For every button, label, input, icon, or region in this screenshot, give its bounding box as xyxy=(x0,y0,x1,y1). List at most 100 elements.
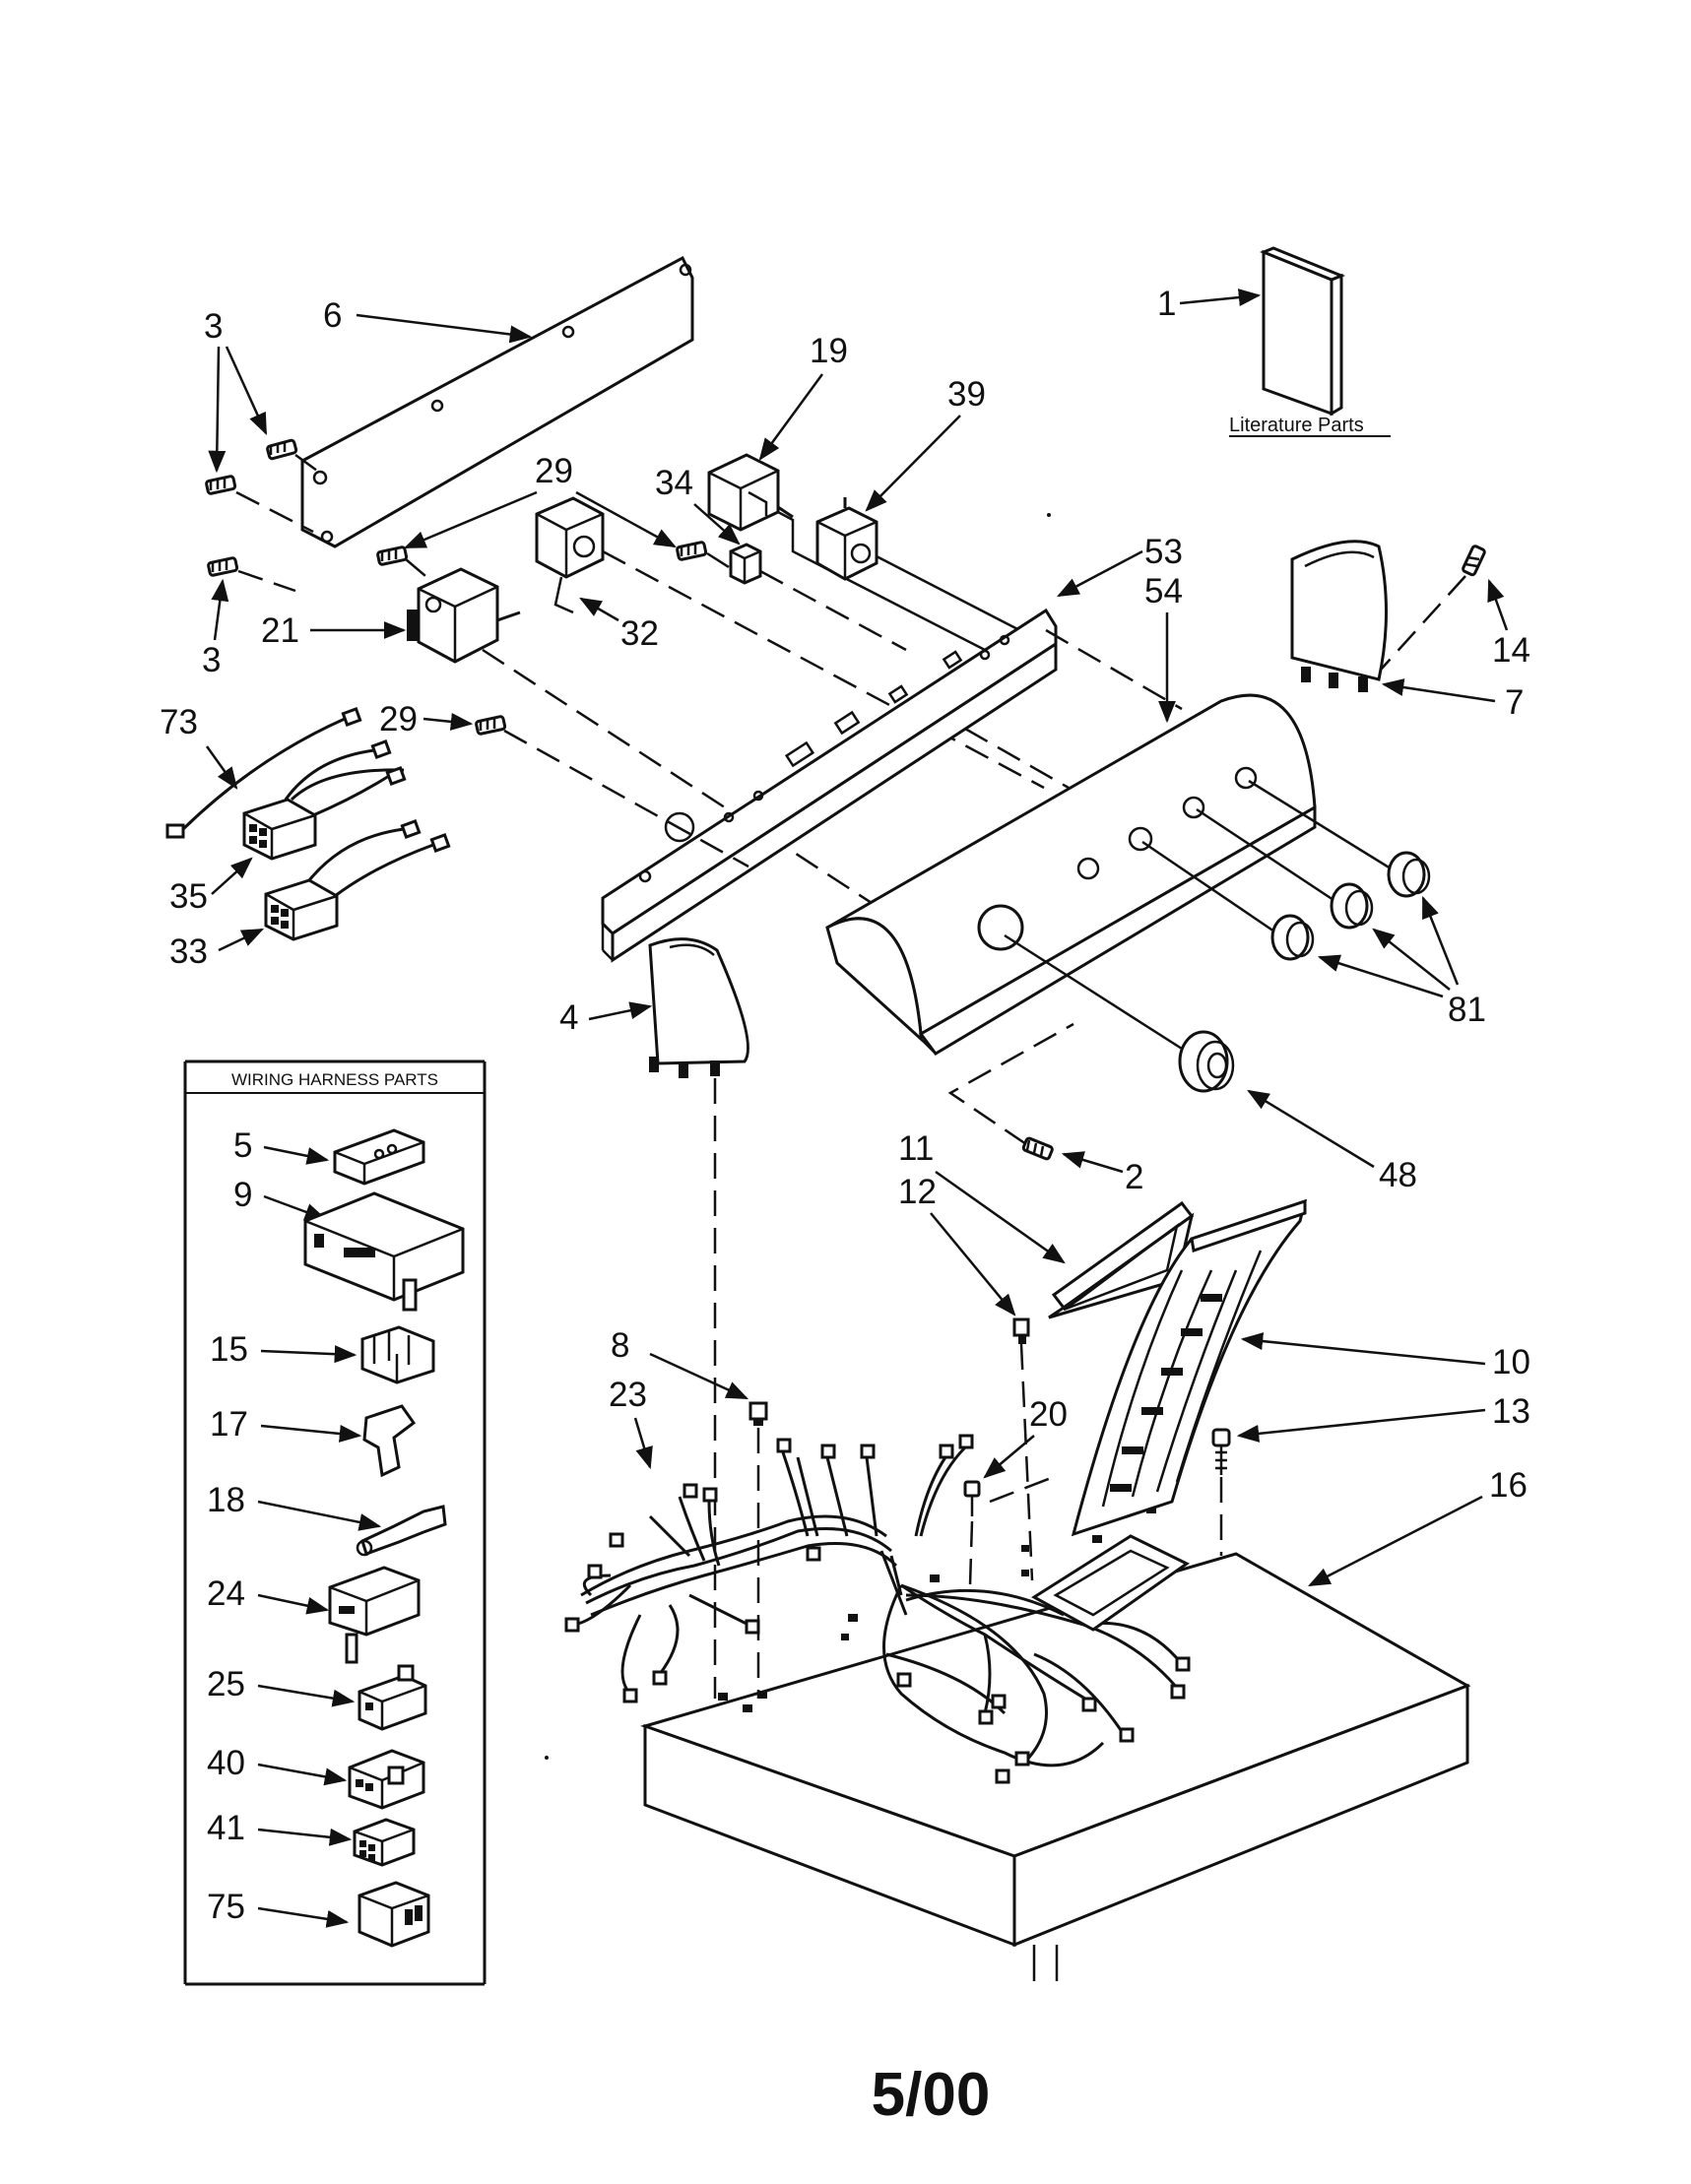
leader-10 xyxy=(1240,1332,1486,1366)
screw-14 xyxy=(1462,545,1486,577)
leader-19 xyxy=(758,373,824,461)
screw-29-lower xyxy=(475,715,507,736)
leader-h5 xyxy=(263,1145,330,1165)
literature-caption: Literature Parts xyxy=(1229,415,1364,436)
leader-73 xyxy=(205,745,238,790)
leader-29a xyxy=(403,490,538,549)
callout-73: 73 xyxy=(160,703,198,741)
leader-29c xyxy=(423,712,474,731)
callout-29-upper: 29 xyxy=(535,452,573,490)
leader-8 xyxy=(649,1352,749,1400)
knob-81-b xyxy=(1330,882,1374,930)
leader-35 xyxy=(211,857,253,895)
dash-32-console xyxy=(602,549,1045,790)
connector-9 xyxy=(303,1191,465,1312)
clip-17 xyxy=(362,1404,417,1478)
leader-h24 xyxy=(257,1593,330,1615)
knob-81-a xyxy=(1387,851,1431,898)
callout-35: 35 xyxy=(169,877,208,916)
dash-14 xyxy=(1380,575,1466,671)
callout-4: 4 xyxy=(559,998,578,1037)
dash-34-console xyxy=(759,569,907,652)
leader-16 xyxy=(1307,1495,1483,1587)
shaft-81-c xyxy=(1141,840,1275,933)
leader-h75 xyxy=(257,1906,350,1928)
leader-3b xyxy=(208,346,227,474)
callout-33: 33 xyxy=(169,932,208,971)
wiring-harness-title: WIRING HARNESS PARTS xyxy=(231,1070,438,1089)
leader-29b xyxy=(575,490,677,548)
harness-part-41: 41 xyxy=(207,1809,245,1847)
leader-h41 xyxy=(257,1828,353,1846)
switch-21 xyxy=(407,567,521,664)
dash-screw-2 xyxy=(947,1022,1074,1146)
clip-12 xyxy=(1012,1317,1030,1344)
shaft-48 xyxy=(1004,933,1183,1051)
leader-14 xyxy=(1487,578,1509,631)
connector-40 xyxy=(348,1749,425,1810)
callout-3-top: 3 xyxy=(204,307,223,346)
callout-23: 23 xyxy=(609,1376,647,1414)
switch-19 xyxy=(707,453,794,532)
harness-part-9: 9 xyxy=(233,1176,252,1214)
end-cap-left xyxy=(648,937,749,1078)
leader-1 xyxy=(1179,289,1262,306)
callout-16: 16 xyxy=(1489,1466,1528,1505)
clip-8 xyxy=(748,1401,768,1426)
screw-3-mid xyxy=(205,475,237,495)
callout-34: 34 xyxy=(655,464,693,502)
dash-29-lower xyxy=(503,729,749,868)
harness-part-24: 24 xyxy=(207,1574,245,1613)
part-34 xyxy=(729,543,762,585)
leader-h9 xyxy=(263,1194,328,1221)
dash-harness-plate xyxy=(989,1473,1060,1504)
shaft-81-b xyxy=(1196,807,1334,902)
literature-booklet xyxy=(1259,246,1346,417)
terminal-18 xyxy=(356,1505,447,1557)
leader-11 xyxy=(935,1170,1066,1264)
leader-h15 xyxy=(260,1345,358,1364)
leader-33 xyxy=(218,928,265,952)
dash-29-upper xyxy=(405,558,432,582)
leader-h18 xyxy=(257,1500,382,1531)
harness-35 xyxy=(242,739,407,861)
screw-3-low xyxy=(207,556,239,577)
dash-screw3-a xyxy=(294,453,318,473)
callout-7: 7 xyxy=(1505,683,1524,722)
connector-15 xyxy=(360,1325,435,1384)
leader-81c xyxy=(1317,954,1444,998)
leader-h25 xyxy=(257,1684,356,1707)
connector-75 xyxy=(358,1881,430,1948)
screw-3-top xyxy=(266,438,298,461)
connector-41 xyxy=(353,1818,416,1867)
wiring-harness-box xyxy=(183,1060,487,1986)
callout-53: 53 xyxy=(1144,533,1183,571)
dash-screw3-b xyxy=(235,490,314,534)
knob-81-c xyxy=(1270,914,1315,961)
switch-19-wire xyxy=(777,510,986,652)
leader-h40 xyxy=(257,1763,348,1786)
callout-12: 12 xyxy=(898,1173,937,1211)
leader-13 xyxy=(1236,1408,1486,1443)
main-harness xyxy=(564,1434,974,1703)
callout-39: 39 xyxy=(947,375,986,414)
console-bracket xyxy=(601,608,1058,963)
callout-3-bottom: 3 xyxy=(202,641,221,679)
mark-dot xyxy=(1047,513,1051,517)
leader-3c xyxy=(211,578,229,641)
leader-23 xyxy=(633,1417,653,1470)
leader-32 xyxy=(579,597,619,622)
callout-11: 11 xyxy=(898,1129,934,1168)
plate-10 xyxy=(1071,1198,1308,1537)
leader-34 xyxy=(693,503,741,546)
dash-bracket-console-a xyxy=(1045,628,1183,711)
callout-29-lower: 29 xyxy=(379,700,418,739)
harness-73 xyxy=(165,707,362,839)
callout-81: 81 xyxy=(1448,991,1486,1029)
leader-3a xyxy=(225,346,268,436)
screw-29-upper xyxy=(376,546,409,566)
part-20 xyxy=(963,1480,981,1516)
shaft-81-a xyxy=(1248,779,1392,870)
dash-29-right xyxy=(706,551,730,569)
